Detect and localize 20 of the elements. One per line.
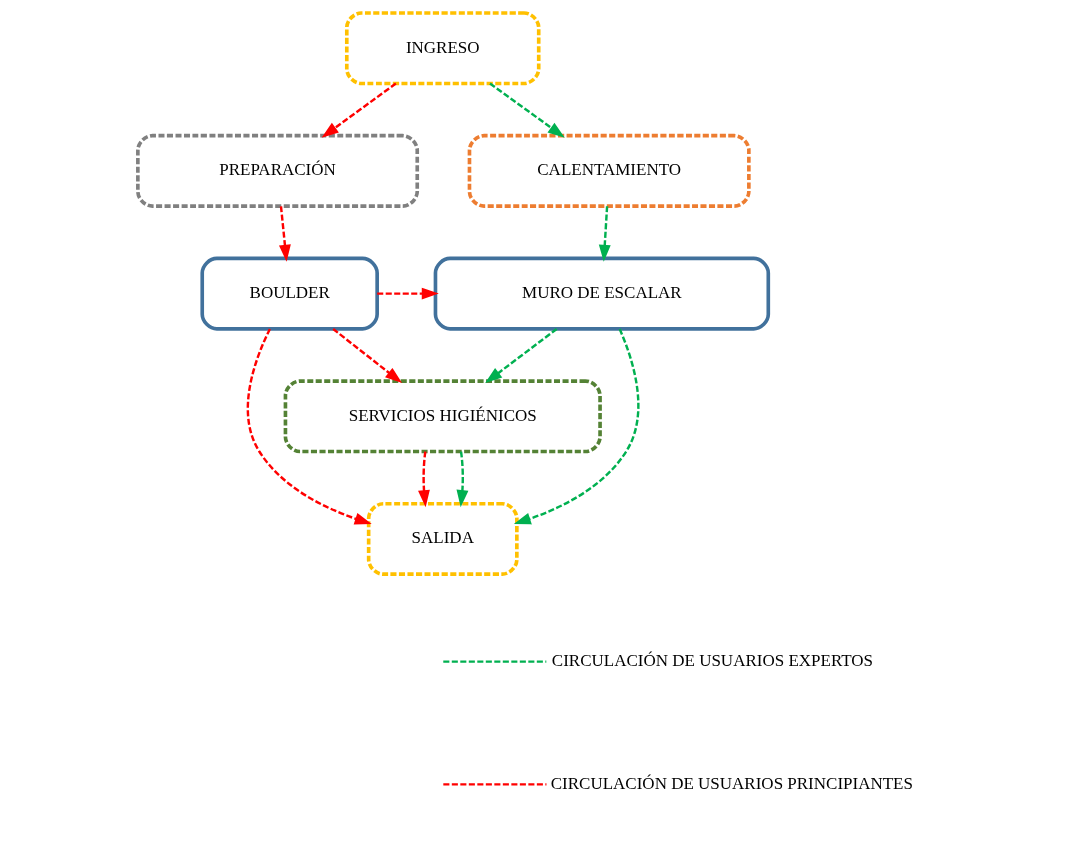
- arrow: [456, 451, 468, 508]
- arrow: [598, 206, 611, 262]
- arrow: [376, 287, 439, 300]
- node-box: CALENTAMIENTO: [467, 133, 751, 208]
- node-box: BOULDER: [199, 256, 379, 331]
- node-box: INGRESO: [344, 11, 541, 86]
- arrow: [513, 328, 639, 525]
- arrow: [321, 82, 397, 138]
- node-box: MURO DE ESCALAR: [433, 256, 770, 331]
- node-box: PREPARACIÓN: [135, 133, 419, 208]
- node-box: SERVICIOS HIGIÉNICOS: [283, 379, 602, 454]
- node-box: SALIDA: [366, 501, 519, 577]
- legend-label: CIRCULACIÓN DE USUARIOS EXPERTOS: [551, 651, 873, 671]
- arrow: [246, 328, 372, 525]
- arrow: [488, 82, 565, 138]
- legend-label: CIRCULACIÓN DE USUARIOS PRINCIPIANTES: [550, 773, 913, 793]
- arrow: [278, 206, 291, 262]
- arrow: [331, 328, 402, 384]
- arrow: [484, 327, 557, 384]
- arrow: [417, 451, 430, 508]
